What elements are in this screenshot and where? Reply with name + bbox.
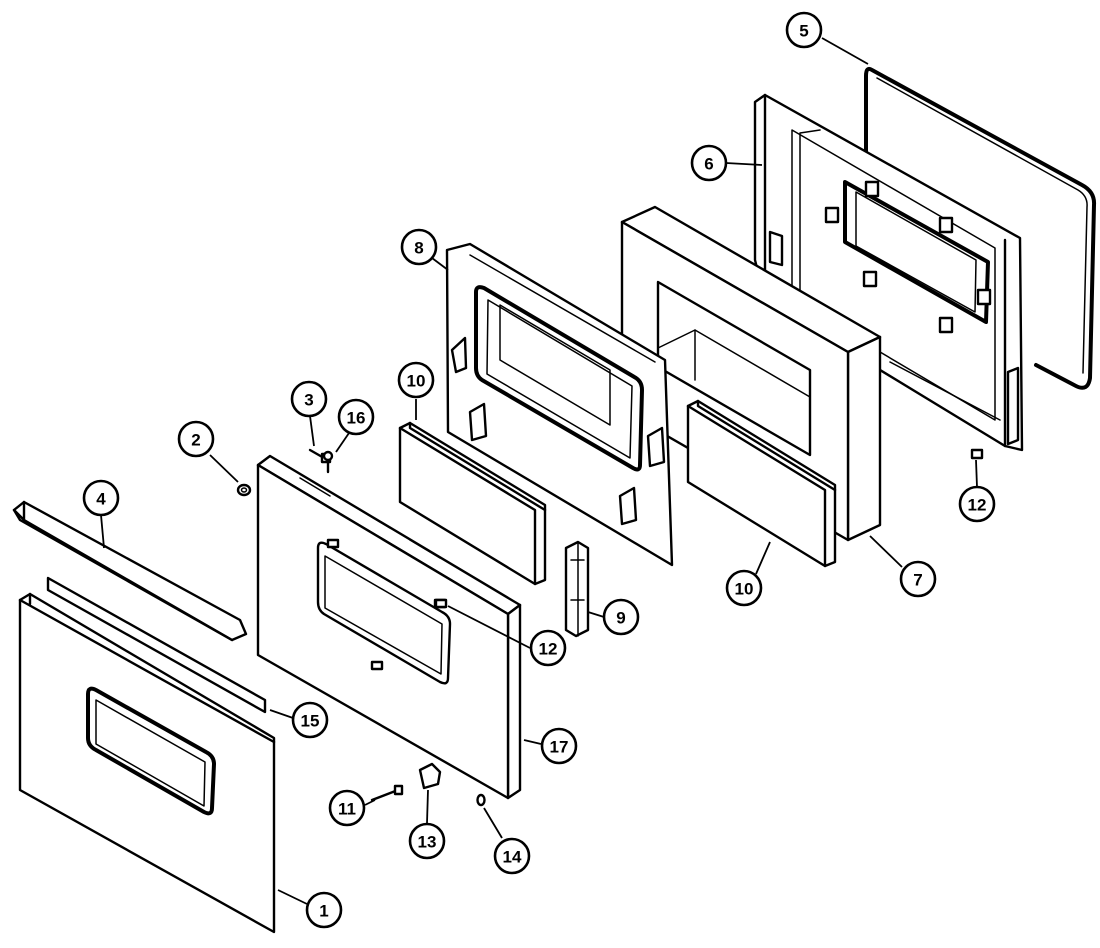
callout-13-label: 13 [418,833,437,852]
part-15-trim-strip [46,576,267,714]
callout-12-door: 12 [529,629,567,667]
part-8-door-liner [445,242,674,567]
part-14-screw [476,793,486,807]
part-10-glass-panel-b [686,399,837,568]
callout-9: 9 [602,598,640,636]
callout-5: 5 [785,11,823,49]
callout-8-label: 8 [414,239,423,258]
callout-4: 4 [82,479,120,517]
callout-16: 16 [337,398,375,436]
callout-16-label: 16 [347,409,366,428]
callout-14: 14 [493,837,531,875]
callout-2: 2 [177,420,215,458]
callout-10-lower-label: 10 [735,580,754,599]
callout-10-lower: 10 [725,569,763,607]
callout-2-label: 2 [191,431,200,450]
callout-6: 6 [690,144,728,182]
part-9-bracket [564,540,590,638]
callout-1: 1 [305,891,343,929]
leader-lines [100,37,978,905]
callout-10-upper-label: 10 [407,372,426,391]
callout-13: 13 [408,822,446,860]
callout-17-label: 17 [550,738,569,757]
part-4-handle [12,500,248,642]
part-6-inner-door-panel [753,93,1024,452]
callout-15: 15 [291,701,329,739]
callout-9-label: 9 [616,609,625,628]
part-11-screw [370,784,404,802]
callout-17: 17 [540,727,578,765]
part-10-glass-panel-a [398,421,547,586]
part-12-clip-b [970,448,984,460]
callout-4-label: 4 [96,490,106,509]
part-2-nut [236,483,252,497]
callout-7: 7 [899,560,937,598]
callout-1-label: 1 [319,902,328,921]
callout-11-label: 11 [338,800,356,819]
callout-12-door-label: 12 [539,640,558,659]
callout-3: 3 [290,380,328,418]
callout-8: 8 [400,228,438,266]
callout-5-label: 5 [799,22,808,41]
part-12-clip-a [434,598,448,609]
part-13-clip [418,762,442,790]
callout-7-label: 7 [913,571,922,590]
callout-10-upper: 10 [397,361,435,399]
callout-14-label: 14 [503,848,522,867]
callout-6-label: 6 [704,155,713,174]
part-1-front-door-panel [18,592,276,934]
callout-11: 11 [328,789,366,827]
callout-12-rear-label: 12 [968,496,987,515]
callout-12-rear: 12 [958,485,996,523]
callout-15-label: 15 [301,712,320,731]
callout-3-label: 3 [304,391,313,410]
part-16-screw [322,450,334,474]
part-17-outer-door-panel [256,454,522,800]
callouts: 5 6 8 3 16 10 2 4 [82,11,996,929]
part-5-door-gasket [864,66,1097,390]
